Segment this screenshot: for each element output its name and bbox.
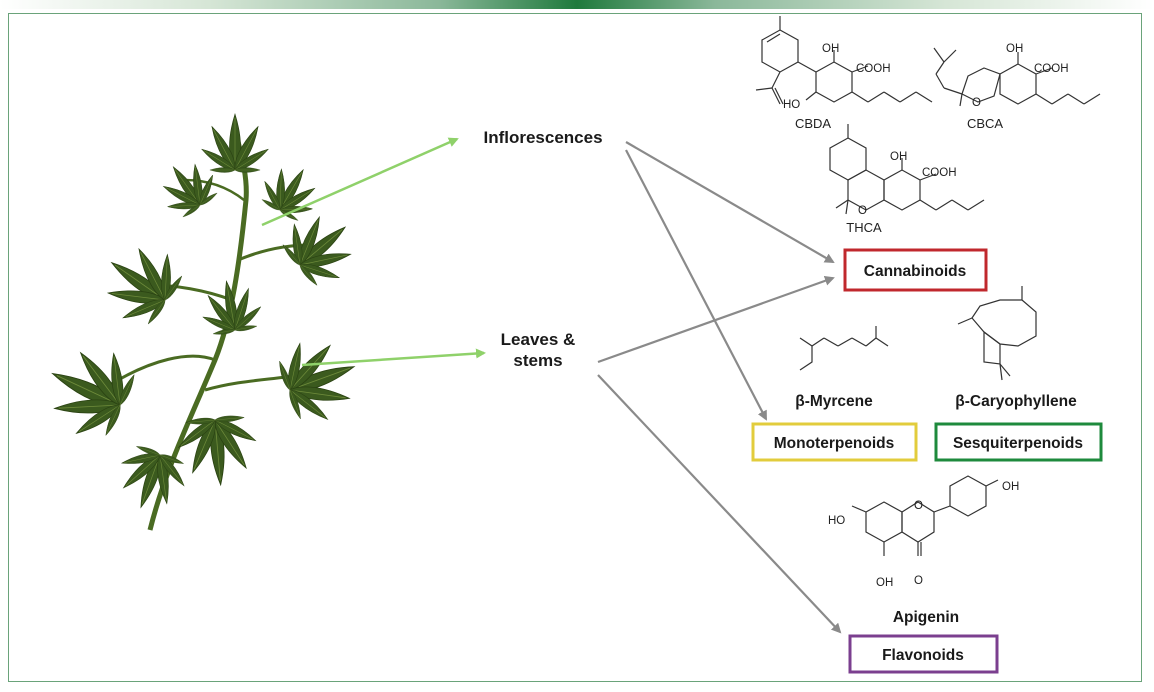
thca-label: THCA (846, 220, 882, 235)
thca-structure: OH COOH O (829, 124, 985, 217)
leaves-label-line2: stems (513, 351, 562, 370)
flavonoids-box (848, 634, 999, 674)
svg-text:O: O (858, 205, 867, 217)
myrcene-label: β-Myrcene (795, 393, 873, 410)
leaves-label-line1: Leaves & (501, 330, 576, 349)
sesquiterpenoids-box (934, 422, 1103, 462)
svg-text:COOH: COOH (922, 167, 957, 179)
svg-text:OH: OH (822, 43, 839, 55)
arrow-leaves-to-cannabinoids (597, 275, 835, 364)
monoterpenoids-box (751, 422, 918, 462)
sesquiterpenoids-label: Sesquiterpenoids (953, 435, 1083, 452)
figure-border (8, 13, 1142, 682)
svg-text:O: O (914, 575, 923, 587)
cannabinoids-label: Cannabinoids (864, 263, 966, 280)
inflorescences-label: Inflorescences (483, 128, 602, 147)
cannabis-plant-illustration (33, 114, 369, 531)
cannabinoids-box (843, 248, 988, 292)
svg-text:HO: HO (783, 99, 800, 111)
svg-text:COOH: COOH (1034, 63, 1069, 75)
svg-text:OH: OH (876, 577, 893, 589)
arrow-inflorescences-to-monoterpenoids (625, 149, 767, 421)
myrcene-structure (799, 326, 889, 371)
monoterpenoids-label: Monoterpenoids (774, 435, 895, 452)
svg-text:O: O (914, 500, 923, 512)
svg-text:COOH: COOH (856, 63, 891, 75)
svg-text:OH: OH (1006, 43, 1023, 55)
caryophyllene-label: β-Caryophyllene (955, 393, 1077, 410)
apigenin-label: Apigenin (893, 609, 959, 626)
cbca-structure: OH COOH O (933, 43, 1101, 109)
top-accent-bar (0, 0, 1154, 9)
svg-text:HO: HO (828, 515, 845, 527)
cbca-label: CBCA (967, 116, 1003, 131)
arrow-leaves-to-flavonoids (597, 374, 842, 634)
flavonoids-label: Flavonoids (882, 647, 964, 664)
svg-text:OH: OH (1002, 481, 1019, 493)
svg-text:OH: OH (890, 151, 907, 163)
apigenin-structure: HO OH O O OH (828, 475, 1019, 589)
cbda-structure: OH COOH HO (755, 16, 933, 111)
arrow-plant-to-leaves (301, 348, 486, 367)
arrow-plant-to-inflorescences (261, 137, 459, 227)
arrow-inflorescences-to-cannabinoids (625, 141, 835, 264)
caryophyllene-structure (957, 286, 1037, 381)
cbda-label: CBDA (795, 116, 831, 131)
svg-text:O: O (972, 97, 981, 109)
